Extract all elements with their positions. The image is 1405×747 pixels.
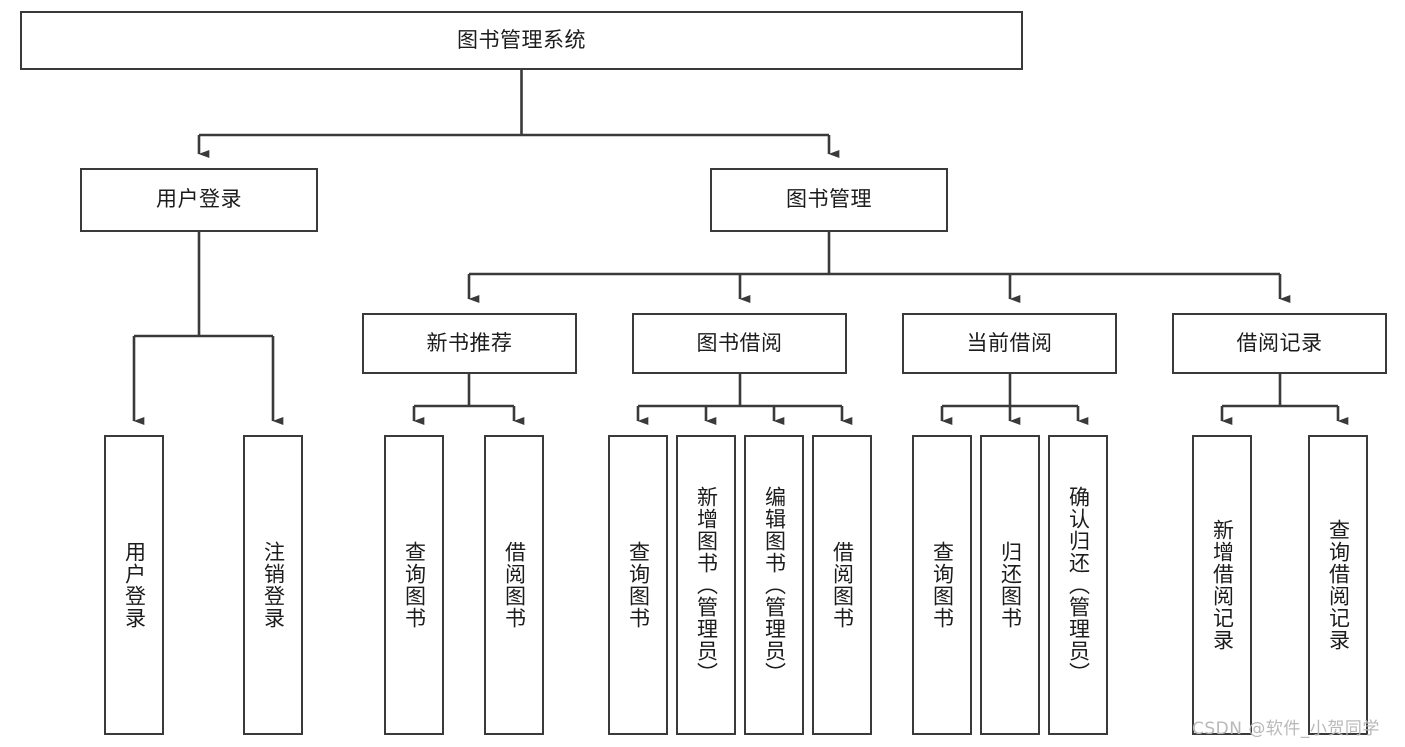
leaf-recommend-borrow-book[interactable]: 借阅图书	[484, 435, 544, 735]
leaf-current-query-book[interactable]: 查询图书	[912, 435, 972, 735]
node-new-book-recommend[interactable]: 新书推荐	[362, 313, 577, 374]
node-user-login[interactable]: 用户登录	[80, 168, 318, 232]
leaf-user-login-logout[interactable]: 注销登录	[243, 435, 303, 735]
leaf-borrow-query-book[interactable]: 查询图书	[608, 435, 668, 735]
leaf-record-query-record[interactable]: 查询借阅记录	[1308, 435, 1368, 735]
leaf-current-confirm-return-admin[interactable]: 确认归还（管理员）	[1048, 435, 1108, 735]
node-book-management[interactable]: 图书管理	[710, 168, 948, 232]
leaf-borrow-add-book-admin[interactable]: 新增图书（管理员）	[676, 435, 736, 735]
leaf-borrow-borrow-book[interactable]: 借阅图书	[812, 435, 872, 735]
leaf-current-return-book[interactable]: 归还图书	[980, 435, 1040, 735]
leaf-user-login-login[interactable]: 用户登录	[104, 435, 164, 735]
leaf-recommend-query-book[interactable]: 查询图书	[384, 435, 444, 735]
node-book-borrow[interactable]: 图书借阅	[632, 313, 847, 374]
leaf-borrow-edit-book-admin[interactable]: 编辑图书（管理员）	[744, 435, 804, 735]
node-root-system[interactable]: 图书管理系统	[20, 11, 1023, 70]
node-borrow-record[interactable]: 借阅记录	[1172, 313, 1387, 374]
leaf-record-add-record[interactable]: 新增借阅记录	[1192, 435, 1252, 735]
node-current-borrow[interactable]: 当前借阅	[902, 313, 1117, 374]
